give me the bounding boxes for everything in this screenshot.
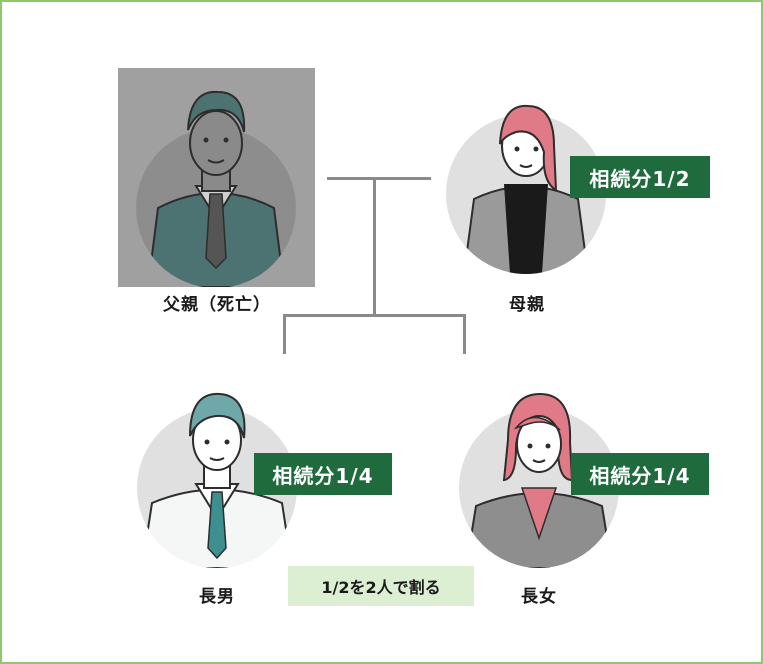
descent-connector (373, 178, 376, 316)
mother-share-badge: 相続分1/2 (570, 156, 710, 198)
daughter-avatar (454, 388, 624, 568)
daughter-branch (463, 314, 466, 354)
son-avatar (132, 388, 302, 568)
son-label: 長男 (199, 587, 235, 607)
spouse-connector (327, 177, 431, 180)
son-share-badge: 相続分1/4 (254, 453, 392, 495)
father-avatar (118, 68, 315, 287)
split-note: 1/2を2人で割る (288, 566, 474, 606)
daughter-label: 長女 (521, 587, 557, 607)
mother-avatar (446, 94, 606, 274)
son-branch (283, 314, 286, 354)
daughter-share-badge: 相続分1/4 (571, 453, 709, 495)
mother-label: 母親 (509, 295, 545, 315)
father-label: 父親（死亡） (163, 295, 271, 315)
children-connector (283, 314, 466, 317)
